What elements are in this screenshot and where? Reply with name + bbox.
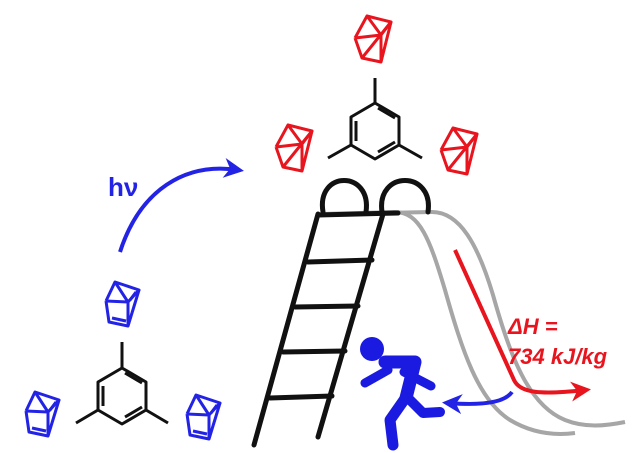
- nbd-unit-right: [185, 393, 222, 441]
- enthalpy-label: ΔH =: [507, 314, 558, 339]
- return-arrow-icon: [442, 390, 514, 415]
- handle-right: [379, 178, 431, 215]
- slide-platform: [315, 210, 401, 218]
- qc-unit-left: [274, 123, 314, 173]
- ladder-rung: [267, 393, 335, 401]
- slide-rail-inner: [321, 209, 576, 436]
- nbd-unit-top: [104, 280, 141, 328]
- norbornadiene-molecule: [24, 280, 222, 441]
- nbd-unit-left: [24, 390, 61, 438]
- quadricyclane-molecule: [274, 14, 479, 176]
- heat-release-arrow-icon: [453, 249, 591, 402]
- qc-unit-right: [439, 126, 479, 176]
- benzene-core-bottom: [75, 342, 169, 426]
- slide-rail-outer: [329, 209, 626, 428]
- enthalpy-value: 734 kJ/kg: [508, 344, 608, 369]
- handle-left: [319, 178, 369, 215]
- benzene-core-top: [327, 78, 423, 161]
- ladder-rung: [280, 348, 348, 355]
- ladder-right-rail: [315, 211, 386, 440]
- ladder-left-rail: [251, 211, 321, 448]
- ladder-rung: [305, 257, 375, 265]
- running-person-icon: [360, 337, 445, 451]
- slide: [321, 209, 626, 436]
- photon-arrow-icon: [118, 158, 244, 253]
- ladder: [251, 178, 431, 448]
- ladder-rung: [292, 303, 361, 310]
- qc-unit-top: [353, 14, 393, 64]
- photon-label: hν: [108, 172, 138, 202]
